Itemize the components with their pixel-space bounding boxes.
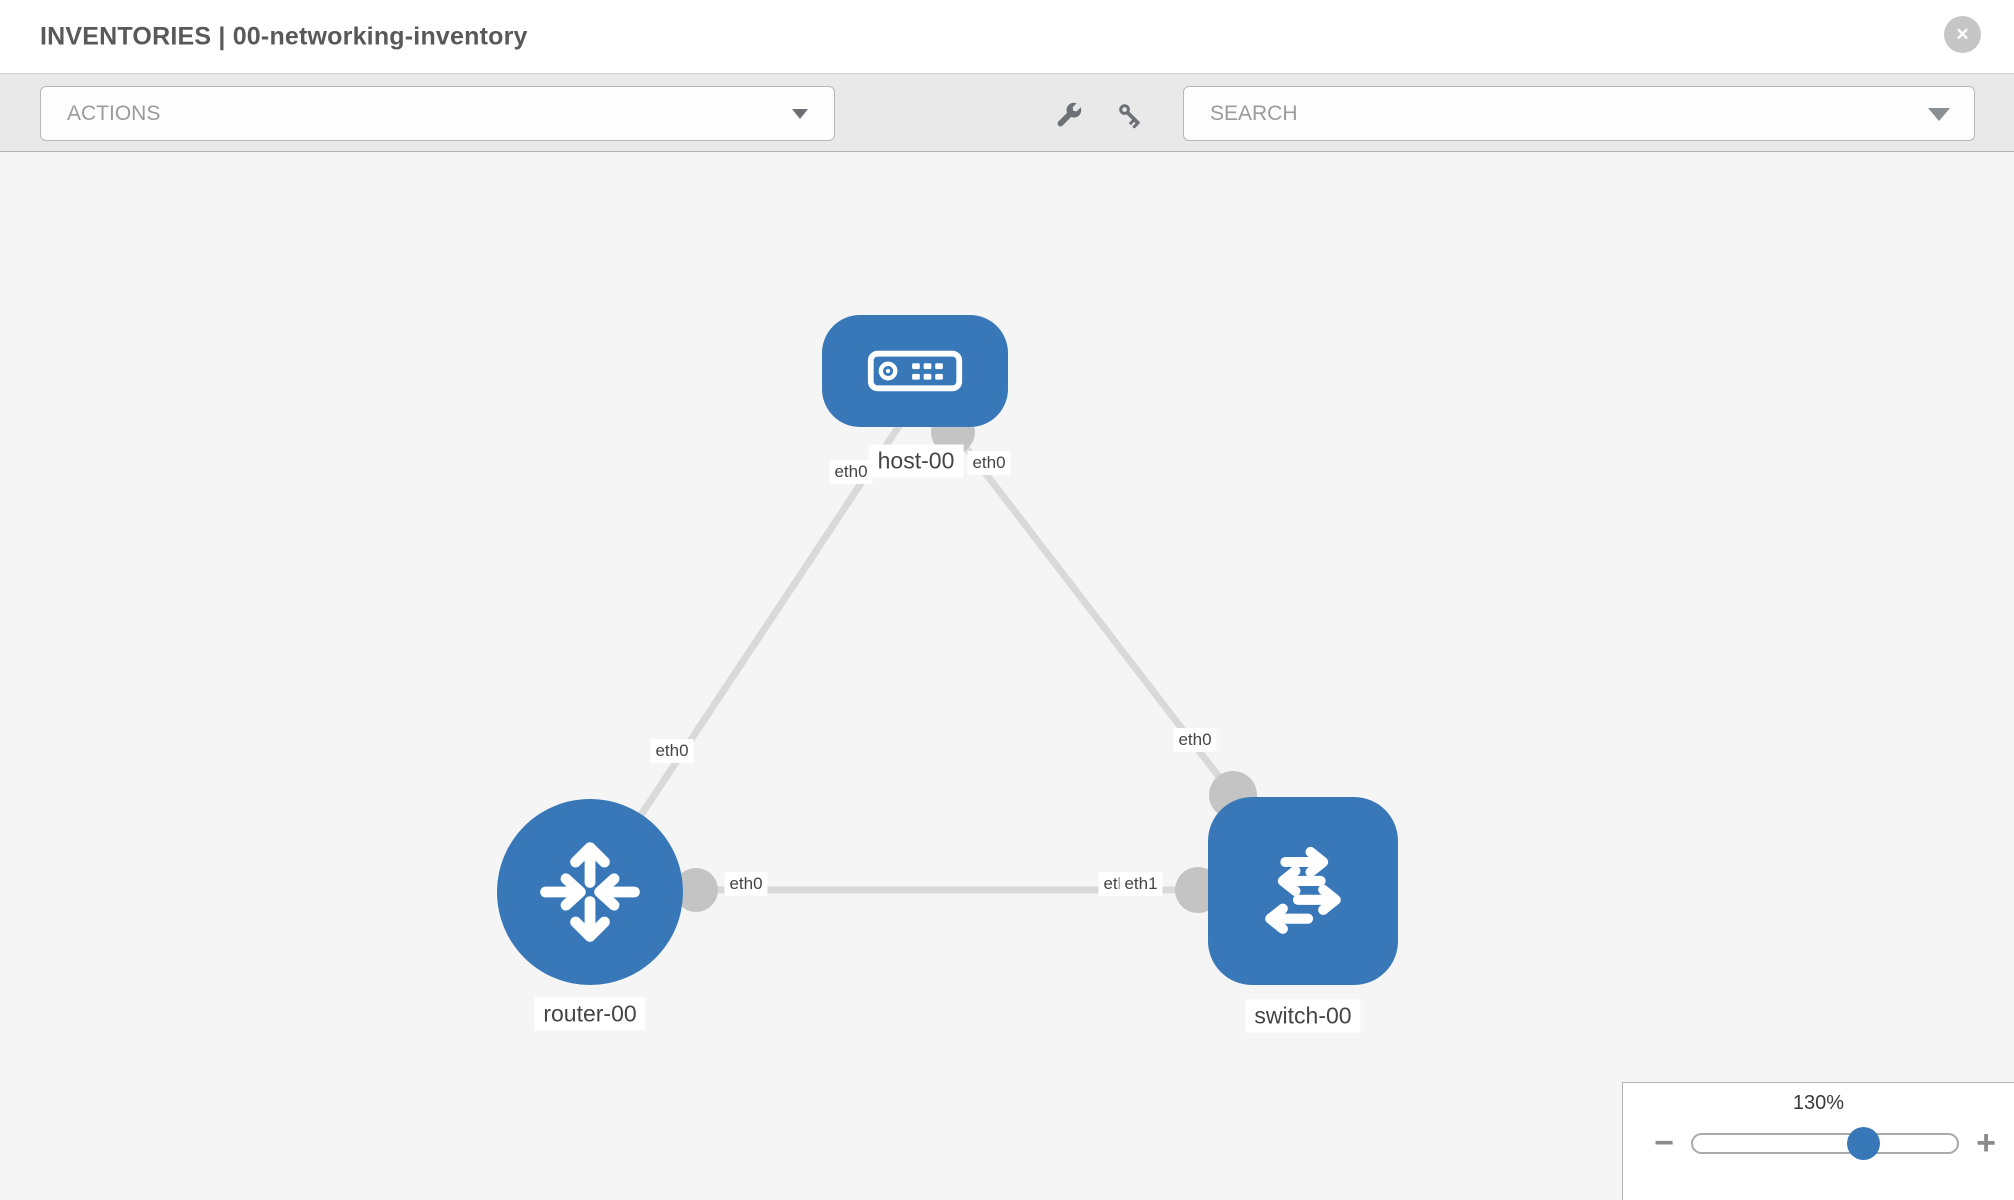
tools-button[interactable] bbox=[1046, 93, 1090, 137]
node-label-host: host-00 bbox=[868, 444, 964, 478]
port-label: eth0 bbox=[724, 872, 768, 896]
port-label: eth0 bbox=[829, 460, 873, 484]
zoom-out-button[interactable]: − bbox=[1644, 1123, 1684, 1163]
search-dropdown[interactable]: SEARCH bbox=[1183, 86, 1975, 141]
port-label: eth0 bbox=[967, 451, 1011, 475]
node-host-00[interactable] bbox=[822, 315, 1008, 427]
link-host-router bbox=[587, 415, 908, 894]
key-icon bbox=[1118, 103, 1140, 128]
port-label: eth0 bbox=[650, 739, 694, 763]
wrench-icon bbox=[1057, 102, 1081, 126]
zoom-slider-thumb[interactable] bbox=[1847, 1127, 1880, 1160]
switch-icon bbox=[1265, 846, 1341, 934]
port-label: eth1 bbox=[1119, 872, 1163, 896]
chevron-down-icon bbox=[1928, 108, 1950, 121]
close-icon: ✕ bbox=[1955, 24, 1970, 44]
zoom-panel: 130% − + bbox=[1622, 1082, 2014, 1200]
zoom-level: 130% bbox=[1792, 1092, 1845, 1114]
node-label-switch: switch-00 bbox=[1245, 999, 1361, 1033]
actions-dropdown-label: ACTIONS bbox=[67, 101, 161, 125]
chevron-down-icon bbox=[792, 109, 808, 119]
actions-dropdown[interactable]: ACTIONS bbox=[40, 86, 835, 141]
host-icon bbox=[867, 350, 963, 392]
minus-icon: − bbox=[1654, 1124, 1674, 1162]
plus-icon: + bbox=[1976, 1124, 1996, 1162]
toolbar: ACTIONS SEARCH bbox=[0, 73, 2014, 152]
port-circle-router-right bbox=[674, 868, 718, 912]
search-dropdown-label: SEARCH bbox=[1210, 101, 1298, 125]
page-title: INVENTORIES | 00-networking-inventory bbox=[40, 22, 528, 50]
topology-links bbox=[587, 410, 1303, 913]
node-router-00[interactable] bbox=[497, 799, 683, 985]
topology-canvas[interactable]: eth0 eth0 eth0 eth0 eth0 eth0 eth1 host-… bbox=[0, 152, 2014, 1200]
header-bar: INVENTORIES | 00-networking-inventory ✕ bbox=[0, 0, 2014, 73]
zoom-in-button[interactable]: + bbox=[1966, 1123, 2006, 1163]
router-icon bbox=[540, 842, 640, 942]
close-button[interactable]: ✕ bbox=[1944, 16, 1981, 53]
zoom-slider-track[interactable] bbox=[1691, 1133, 1959, 1154]
node-switch-00[interactable] bbox=[1208, 797, 1398, 985]
node-label-router: router-00 bbox=[534, 997, 646, 1031]
credentials-button[interactable] bbox=[1108, 93, 1152, 137]
port-label: eth0 bbox=[1173, 728, 1217, 752]
